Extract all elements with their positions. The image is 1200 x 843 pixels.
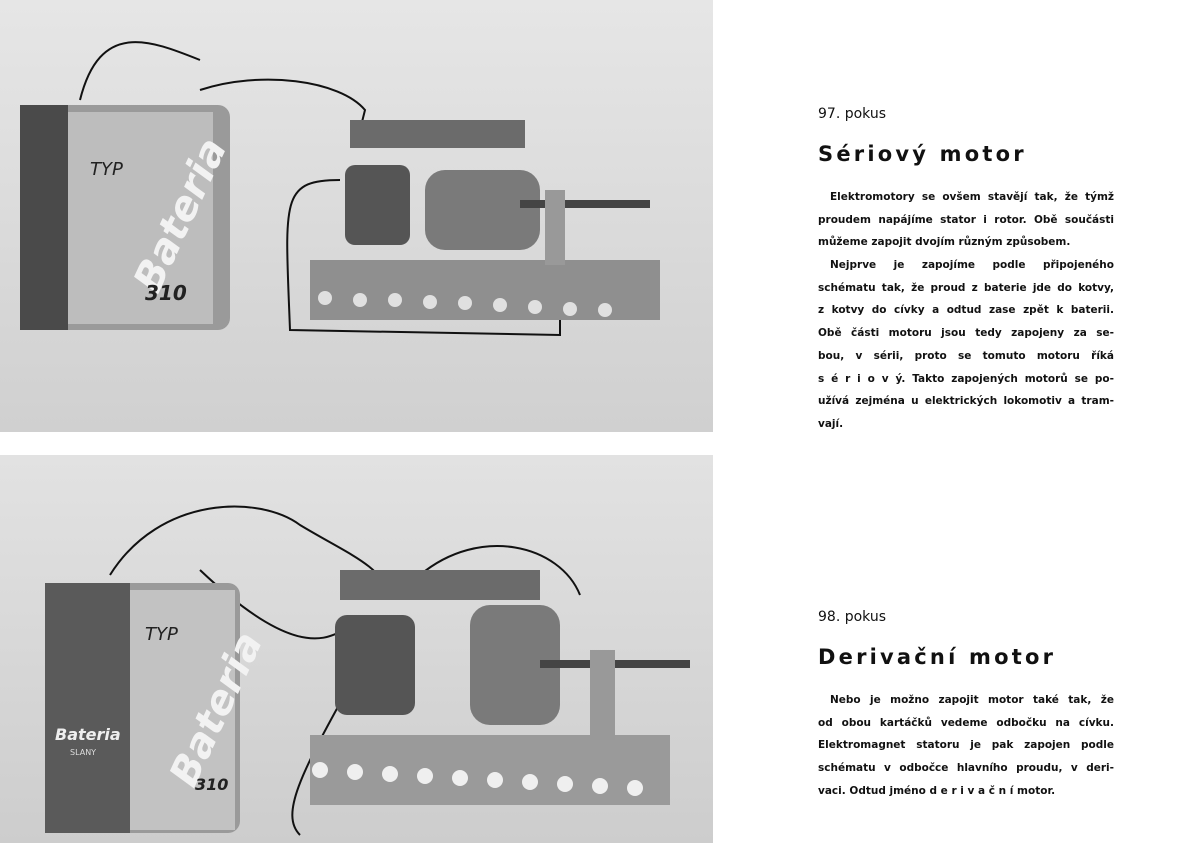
svg-text:310: 310 xyxy=(195,775,228,794)
battery: TYP Bateria 310 xyxy=(20,105,236,330)
svg-text:Bateria: Bateria xyxy=(55,725,121,744)
photo-shunt-motor: TYP Bateria 310 Bateria SLANY xyxy=(0,455,713,843)
experiment-98: 98. pokus Derivační motor Nebo je možno … xyxy=(818,609,1114,802)
text-line: Nejprve je zapojíme podle připojeného xyxy=(830,259,1114,272)
paragraph: Nejprve je zapojíme podle připojeného sc… xyxy=(818,254,1114,436)
experiment-title: Sériový motor xyxy=(818,142,1027,166)
text-line: Elektromagnet statoru je pak zapojen pod… xyxy=(818,739,1114,752)
experiment-title: Derivační motor xyxy=(818,645,1057,669)
text-line: bou, v sérii, proto se tomuto motoru řík… xyxy=(818,349,1114,362)
paragraph: Nebo je možno zapojit motor také tak, že… xyxy=(818,689,1114,802)
battery: TYP Bateria 310 Bateria SLANY xyxy=(45,583,272,833)
experiment-number: 98. pokus xyxy=(818,609,887,625)
motor xyxy=(310,120,660,320)
text-line: schématu v odbočce hlavního proudu, v de… xyxy=(818,762,1114,775)
text-line: s é r i o v ý. Takto zapojených motorů s… xyxy=(818,372,1114,385)
experiment-97: 97. pokus Sériový motor Elektromotory se… xyxy=(818,106,1114,436)
text-line: od obou kartáčků vedeme odbočku na cívku… xyxy=(818,716,1114,729)
text-line: vaci. Odtud jméno d e r i v a č n í moto… xyxy=(818,784,1056,797)
svg-text:310: 310 xyxy=(145,281,187,305)
svg-text:TYP: TYP xyxy=(145,624,178,645)
text-line: užívá zejména u elektrických lokomotiv a… xyxy=(818,395,1114,408)
shunt-motor-illustration: TYP Bateria 310 Bateria SLANY xyxy=(45,505,690,836)
text-line: Obě části motoru jsou tedy zapojeny za s… xyxy=(818,327,1114,340)
series-motor-illustration: TYP Bateria 310 xyxy=(20,41,660,337)
svg-text:SLANY: SLANY xyxy=(70,748,96,757)
motor xyxy=(310,570,690,805)
text-line: schématu tak, že proud z baterie jde do … xyxy=(818,281,1114,294)
text-line: můžeme zapojit dvojím různým způsobem. xyxy=(818,236,1071,249)
text-line: z kotvy do cívky a odtud zase zpět k bat… xyxy=(818,304,1114,317)
text-line: Nebo je možno zapojit motor také tak, že xyxy=(830,694,1114,706)
text-line: Elektromotory se ovšem stavějí tak, že t… xyxy=(830,191,1114,203)
text-line: vají. xyxy=(818,417,844,430)
svg-text:TYP: TYP xyxy=(90,159,123,180)
experiment-number: 97. pokus xyxy=(818,106,887,122)
photo-series-motor: TYP Bateria 310 xyxy=(0,0,713,432)
paragraph: Elektromotory se ovšem stavějí tak, že t… xyxy=(818,186,1114,254)
text-line: proudem napájíme stator i rotor. Obě sou… xyxy=(818,213,1114,226)
